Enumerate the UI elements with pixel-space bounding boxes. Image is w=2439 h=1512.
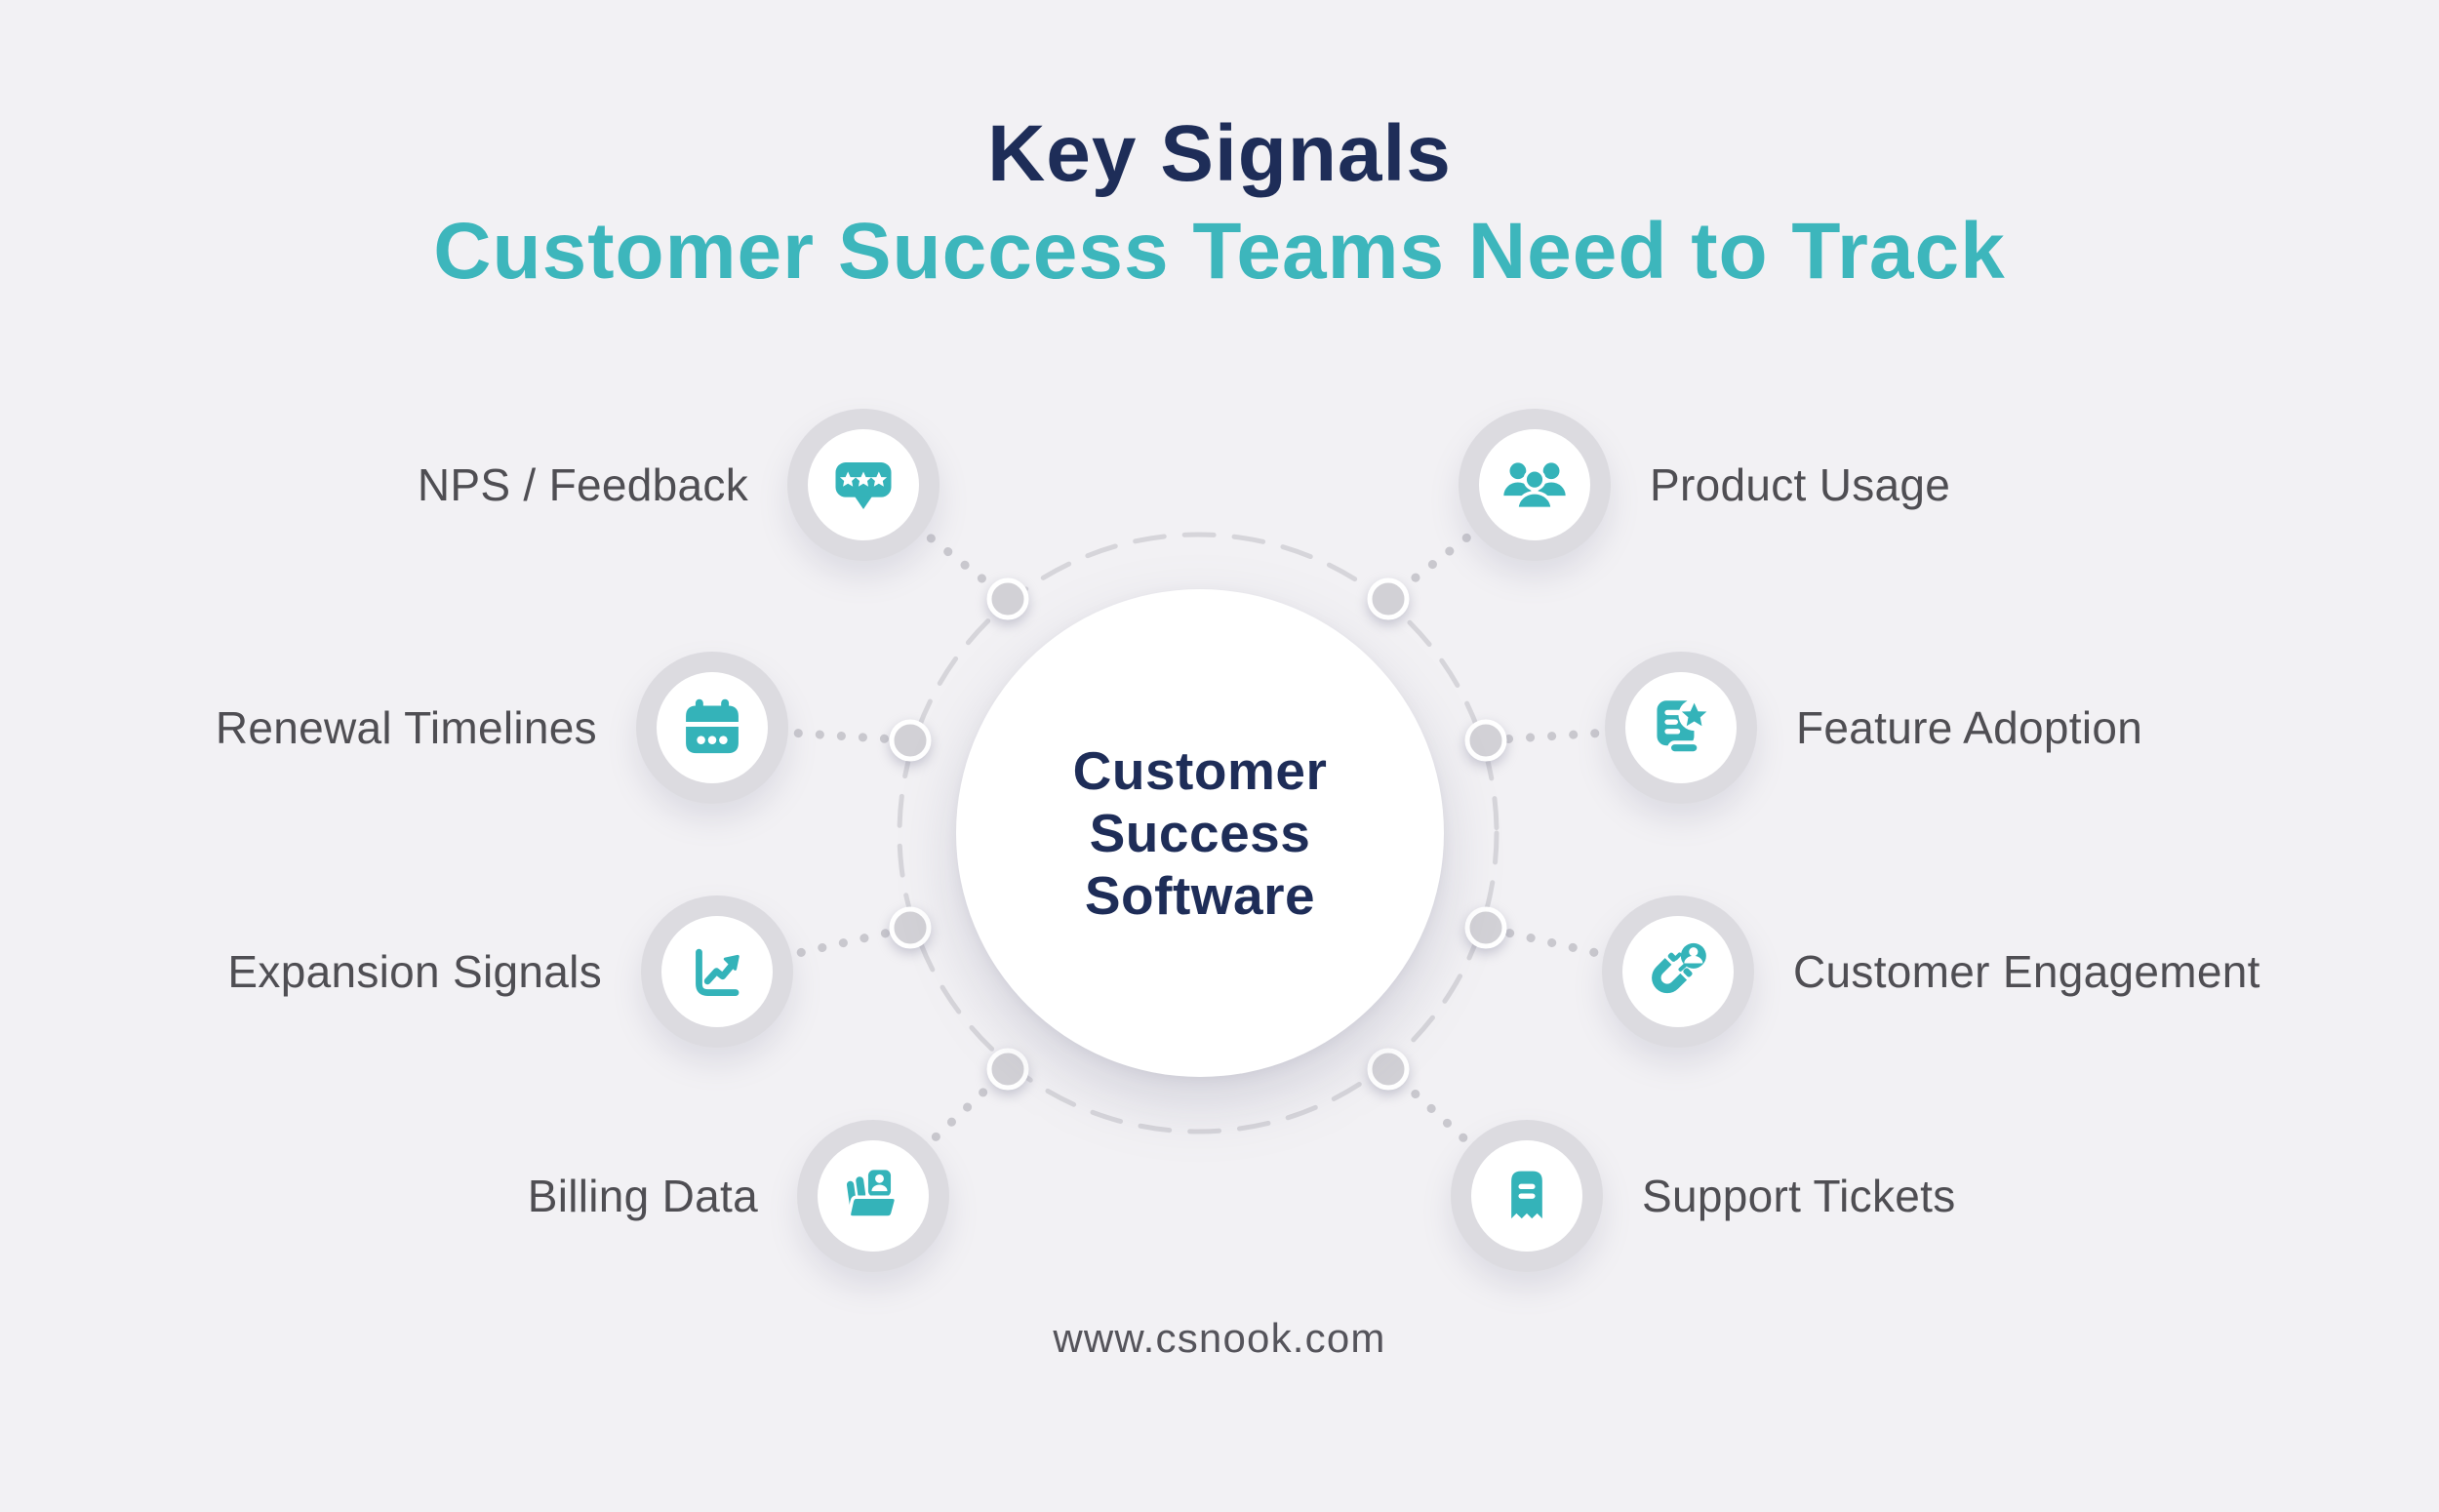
icon-disc <box>818 1140 929 1252</box>
calendar-icon <box>686 698 739 754</box>
dotted-connector <box>859 480 1013 604</box>
ring-node <box>986 577 1029 620</box>
ring-nodes <box>889 577 1507 1091</box>
label-customer-engagement: Customer Engagement <box>1793 946 2260 997</box>
label-billing-data: Billing Data <box>527 1171 758 1221</box>
badge-renewal-timelines <box>636 652 788 804</box>
icon-disc <box>1622 916 1734 1027</box>
icon-disc <box>808 429 919 540</box>
growth-chart-icon <box>696 948 740 996</box>
badge-support-tickets <box>1451 1120 1603 1272</box>
center-line-1: Customer <box>1072 740 1328 801</box>
ring-node <box>1464 719 1507 762</box>
ring-node <box>1367 1048 1410 1091</box>
ring-node <box>986 1048 1029 1091</box>
website-url: www.csnook.com <box>1053 1315 1386 1361</box>
icon-disc <box>1471 1140 1582 1252</box>
support-ticket-icon <box>1511 1171 1542 1219</box>
center-node: Customer Success Software <box>956 589 1444 1077</box>
feedback-stars-icon <box>835 462 892 510</box>
label-expansion-signals: Expansion Signals <box>227 946 602 997</box>
dotted-connectors <box>707 480 1686 1201</box>
icon-disc <box>1479 429 1590 540</box>
badge-billing-data <box>797 1120 949 1272</box>
user-group-icon <box>1503 462 1566 511</box>
dashed-ring <box>897 532 1499 1134</box>
icon-disc <box>657 672 768 783</box>
ring-node <box>889 906 932 949</box>
label-renewal-timelines: Renewal Timelines <box>215 702 597 753</box>
page-title: Key Signals <box>987 109 1452 198</box>
icon-disc <box>661 916 773 1027</box>
center-node-label: Customer Success Software <box>1073 739 1328 927</box>
badge-customer-engagement <box>1602 895 1754 1048</box>
badge-nps-feedback <box>787 409 940 561</box>
badge-product-usage <box>1459 409 1611 561</box>
ring-node <box>1367 577 1410 620</box>
label-product-usage: Product Usage <box>1650 459 1951 510</box>
page-subtitle: Customer Success Teams Need to Track <box>433 207 2006 296</box>
ring-node <box>1464 906 1507 949</box>
header: Key Signals Customer Success Teams Need … <box>0 105 2439 300</box>
center-line-2: Success <box>1089 803 1311 863</box>
center-line-3: Software <box>1084 865 1316 926</box>
badge-feature-adoption <box>1605 652 1757 804</box>
label-nps-feedback: NPS / Feedback <box>417 459 748 510</box>
ring-node <box>889 719 932 762</box>
dotted-connector <box>1383 480 1539 604</box>
icon-disc <box>1625 672 1737 783</box>
feature-star-document-icon <box>1657 698 1710 756</box>
magnet-user-icon <box>1652 942 1706 994</box>
badge-expansion-signals <box>641 895 793 1048</box>
billing-folder-icon <box>846 1170 899 1219</box>
dotted-connector <box>868 1064 1013 1201</box>
label-support-tickets: Support Tickets <box>1642 1171 1956 1221</box>
label-feature-adoption: Feature Adoption <box>1796 702 2143 753</box>
